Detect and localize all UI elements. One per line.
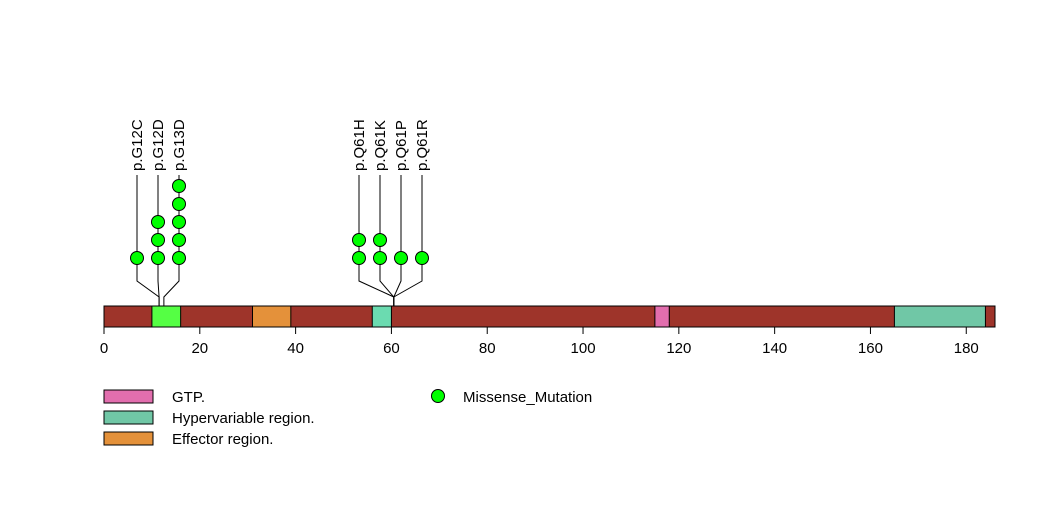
mutation-point	[151, 233, 165, 247]
mutation-label: p.G13D	[171, 119, 188, 171]
mutation-label: p.Q61R	[414, 119, 431, 171]
legend-label: GTP.	[172, 389, 205, 406]
mutation-point	[394, 251, 408, 265]
x-tick-label: 60	[383, 340, 400, 357]
mutation-point	[172, 215, 186, 229]
domain-0	[151, 305, 182, 328]
mutation-point	[151, 215, 165, 229]
x-tick-label: 80	[479, 340, 496, 357]
protein-backbone	[103, 305, 996, 328]
domain-2	[371, 305, 392, 328]
mutation-point	[415, 251, 429, 265]
x-tick-label: 160	[858, 340, 883, 357]
x-tick-label: 180	[954, 340, 979, 357]
mutation-point	[352, 251, 366, 265]
legend-label: Effector region.	[172, 431, 273, 448]
mutation-point	[151, 251, 165, 265]
mutation-point	[172, 179, 186, 193]
mutation-point	[172, 197, 186, 211]
legend-swatch	[103, 431, 154, 446]
mutation-label: p.G12D	[150, 119, 167, 171]
legend-mutation-label: Missense_Mutation	[463, 389, 592, 406]
mutation-point	[172, 251, 186, 265]
mutation-point	[352, 233, 366, 247]
mutation-stem	[393, 175, 402, 306]
domain-4	[893, 305, 986, 328]
mutation-label: p.G12C	[129, 119, 146, 171]
x-tick-label: 140	[762, 340, 787, 357]
domain-1	[252, 305, 292, 328]
mutation-point	[373, 233, 387, 247]
mutation-label: p.Q61H	[351, 119, 368, 171]
x-tick-label: 100	[571, 340, 596, 357]
legend-label: Hypervariable region.	[172, 410, 315, 427]
mutation-label: p.Q61K	[372, 120, 389, 171]
legend-swatch	[103, 389, 154, 404]
legend-swatch	[103, 410, 154, 425]
x-tick-label: 120	[666, 340, 691, 357]
mutation-point	[373, 251, 387, 265]
domain-3	[654, 305, 670, 328]
mutation-point	[130, 251, 144, 265]
mutation-stem	[393, 175, 423, 306]
x-tick-label: 20	[191, 340, 208, 357]
legend-mutation-icon	[431, 389, 445, 403]
mutation-point	[172, 233, 186, 247]
mutation-label: p.Q61P	[393, 120, 410, 171]
x-tick-label: 40	[287, 340, 304, 357]
x-tick-label: 0	[100, 340, 108, 357]
